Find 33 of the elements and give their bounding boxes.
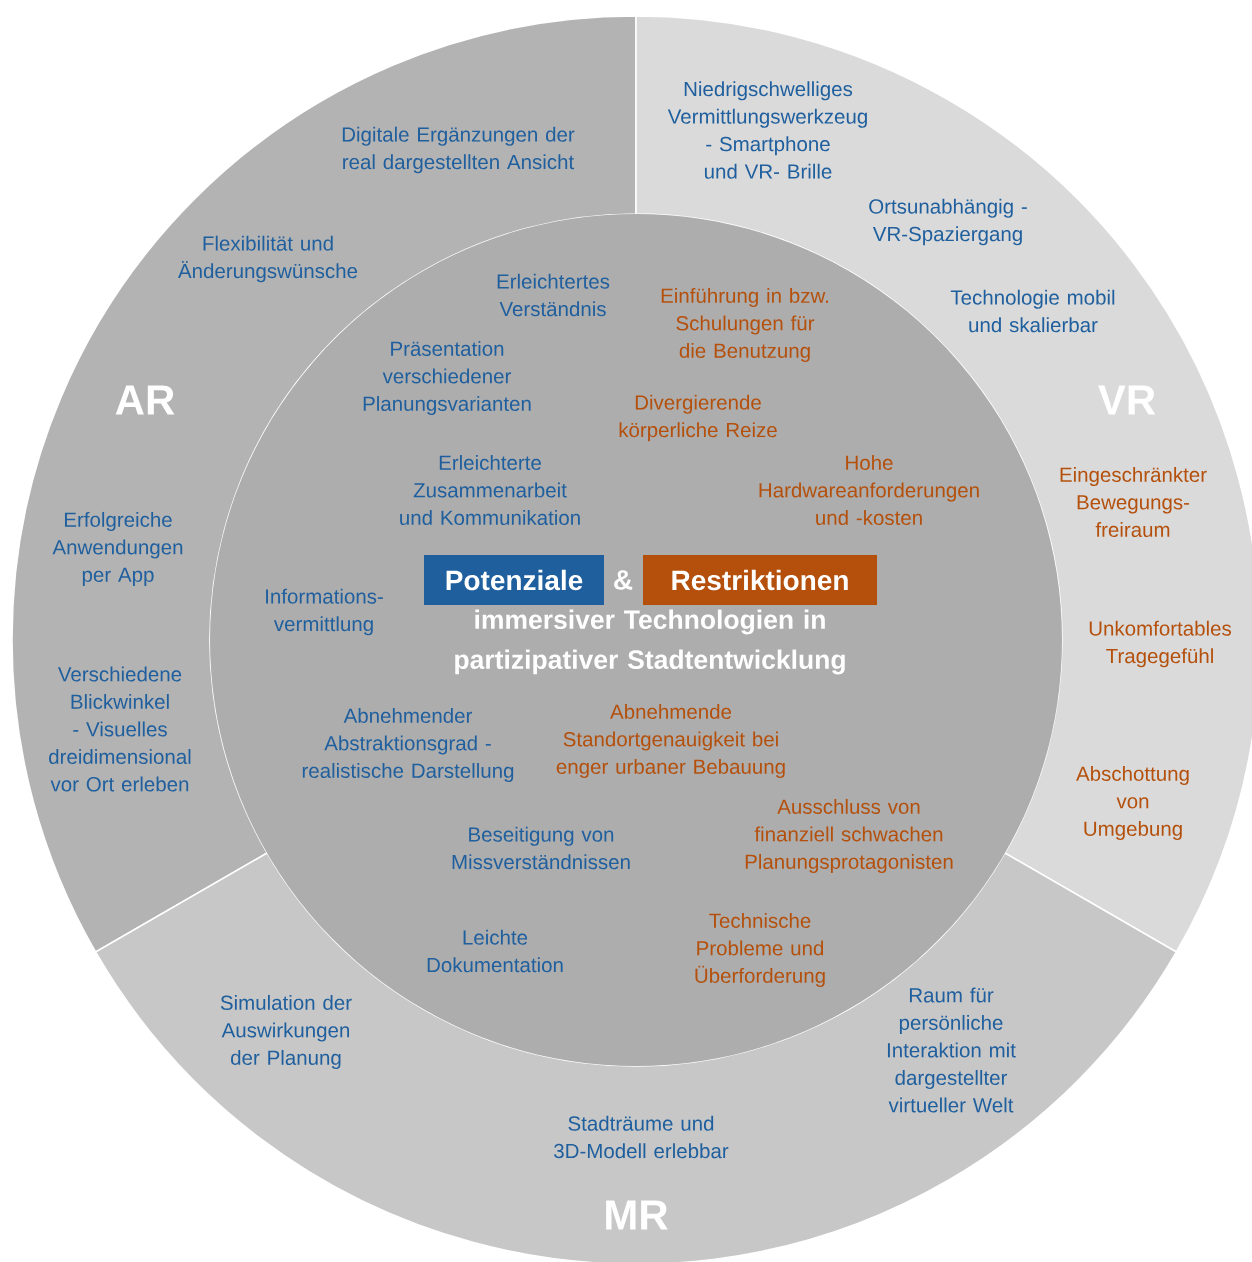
restriction-text: Einführung in bzw. Schulungen für die Benutzung bbox=[661, 287, 828, 363]
restriction-text: Hohe Hardwareanforderungen und -kosten bbox=[759, 454, 979, 526]
potential-text: Niedrigschwelliges Vermittlungswerkzeug - Smartphone und VR- Brille bbox=[667, 81, 867, 179]
sector-heading: MR bbox=[606, 1200, 668, 1230]
restriction-text: Technische Probleme und Überforderung bbox=[695, 912, 825, 988]
restriction-text: Divergierende körperliche Reize bbox=[619, 394, 777, 442]
sector bbox=[94, 852, 1178, 1262]
potential-text: Ortsunabhängig - VR-Spaziergang bbox=[869, 198, 1027, 246]
restriction-text: Abnehmende Standortgenauigkeit bei enger urbaner Bebauung bbox=[556, 703, 785, 779]
ampersand: & bbox=[614, 570, 633, 590]
sector-heading: AR bbox=[115, 385, 175, 415]
restriction-text: Abschottung von Umgebung bbox=[1076, 765, 1189, 841]
potential-text: Digitale Ergänzungen der real dargestellten Ansicht bbox=[342, 126, 575, 174]
potential-text: Informations- vermittlung bbox=[266, 588, 383, 636]
potential-text: Erleichterte Zusammenarbeit und Kommunikation bbox=[400, 454, 580, 526]
potential-text: Verschiedene Blickwinkel - Visuelles dreidimensional vor Ort erleben bbox=[49, 666, 191, 792]
potential-text: Präsentation verschiedener Planungsvarianten bbox=[363, 340, 531, 416]
title-box: Potenziale bbox=[424, 555, 604, 605]
restriction-text: Unkomfortables Tragegefühl bbox=[1089, 620, 1231, 668]
restriction-text: Ausschluss von finanziell schwachen Planungsprotagonisten bbox=[745, 798, 953, 874]
potential-text: Flexibilität und Änderungswünsche bbox=[178, 235, 358, 283]
potential-text: Leichte Dokumentation bbox=[427, 929, 563, 973]
potential-text: Beseitigung von Missverständnissen bbox=[452, 826, 630, 870]
potential-text: Abnehmender Abstraktionsgrad - realistische Darstellung bbox=[302, 707, 514, 783]
potential-text: Raum für persönliche Interaktion mit dargestellter virtueller Welt bbox=[887, 987, 1016, 1113]
potential-text: Technologie mobil und skalierbar bbox=[950, 289, 1115, 333]
potential-text: Erleichtertes Verständnis bbox=[497, 273, 610, 317]
potential-text: Simulation der Auswirkungen der Planung bbox=[220, 994, 352, 1070]
restriction-text: Eingeschränkter Bewegungs- freiraum bbox=[1060, 466, 1207, 538]
title-box: Restriktionen bbox=[643, 555, 877, 605]
potential-text: Erfolgreiche Anwendungen per App bbox=[52, 511, 183, 587]
subtitle: immersiver Technologien in partizipativer Stadtentwicklung bbox=[455, 609, 845, 675]
potential-text: Stadträume und 3D-Modell erlebbar bbox=[554, 1115, 729, 1159]
